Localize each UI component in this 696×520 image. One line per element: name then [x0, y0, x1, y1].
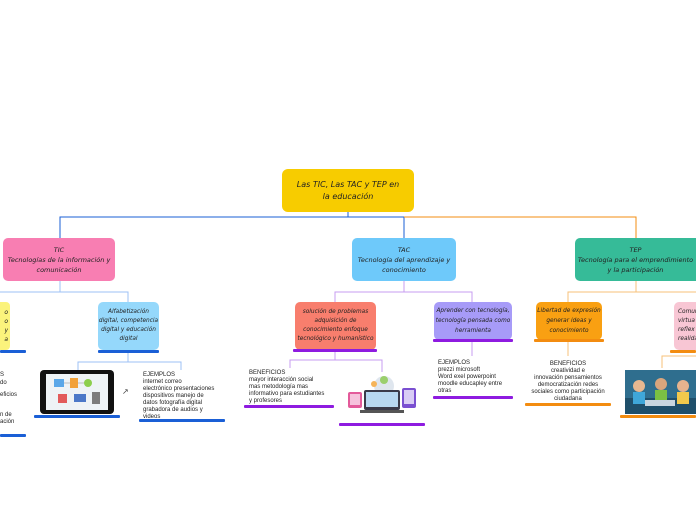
tic-subtitle-2: comunicación [36, 265, 82, 274]
tic-ejemplos-line-1: EJEMPLOS [143, 372, 176, 378]
tic-left-text: S do eficios n de ación [0, 372, 24, 426]
tac-ejemplos-line-3: Word exel powerpoint [438, 374, 496, 380]
libertad-line-1: Libertad de expresión [537, 308, 601, 314]
tic-ejemplos-line-4: dispositivos manejo de [143, 393, 204, 399]
tic-ejemplos-line-5: datos fotografía digital [143, 400, 203, 406]
tep-people-image [625, 370, 696, 414]
tac-beneficios-underline [244, 405, 334, 408]
external-link-icon[interactable]: ↗ [122, 387, 129, 396]
aprender-underline [433, 339, 513, 342]
tic-ejemplos-line-3: electrónico presentaciones [143, 386, 215, 392]
tep-subtitle-2: y la participación [607, 265, 664, 274]
tac-devices-image [344, 372, 420, 416]
tic-ejemplos-line-2: internet correo [143, 379, 182, 385]
tac-beneficios-line-1: BENEFICIOS [249, 370, 286, 376]
alfabetizacion-line-2: digital, competencia [98, 318, 159, 324]
tic-ejemplos-underline [139, 419, 225, 422]
tic-title: TIC [53, 245, 65, 254]
tac-ejemplos-line-5: otras [438, 388, 452, 394]
solucion-line-4: tecnológico y humanístico [297, 336, 374, 342]
tac-beneficios-line-2: mayor interacción social [249, 377, 314, 383]
solucion-node[interactable]: solución de problemas adquisición de con… [295, 302, 376, 350]
comun-line-1: Comun [678, 309, 696, 315]
solucion-line-1: solución de problemas [302, 309, 369, 315]
tac-beneficios-line-4: informativo para estudiantes [249, 391, 325, 397]
tac-beneficios-text: BENEFICIOS mayor interacción social mas … [249, 370, 339, 405]
tic-subtitle-1: Tecnologías de la información y [7, 255, 111, 264]
libertad-line-2: generar ideas y [546, 318, 592, 324]
tac-ejemplos-line-4: moodle educapley entre [438, 381, 503, 387]
alfabetizacion-line-4: digital [119, 336, 138, 342]
root-title-line2: la educación [322, 191, 374, 201]
tep-beneficios-line-6: ciudadana [554, 396, 582, 402]
root-title-line1: Las TIC, Las TAC y TEP en [296, 179, 400, 189]
alfabetizacion-line-3: digital y educación [101, 327, 156, 333]
comunicacion-node[interactable]: Comun virtua reflex realida [674, 302, 696, 350]
tac-beneficios-line-5: y profesores [249, 398, 283, 404]
aprender-line-1: Aprender con tecnología, [436, 308, 510, 314]
tac-ejemplos-text: EJEMPLOS prezzi microsoft Word exel powe… [438, 360, 514, 395]
solucion-line-3: conocimiento enfoque [303, 327, 368, 333]
tep-beneficios-line-5: sociales como participación [531, 389, 605, 395]
tep-title: TEP [629, 245, 642, 254]
tac-subtitle-2: conocimiento [382, 265, 426, 274]
tic-left-node[interactable]: o o y a [0, 302, 10, 350]
tic-node[interactable]: TIC Tecnologías de la información y comu… [3, 238, 115, 281]
comun-line-2: virtua [678, 318, 695, 324]
tac-ejemplos-line-1: EJEMPLOS [438, 360, 471, 366]
tic-left-line-4: a [4, 336, 8, 343]
tac-subtitle-1: Tecnología del aprendizaje y [357, 255, 451, 264]
tep-beneficios-text: BENEFICIOS creatividad e innovación pens… [526, 361, 610, 403]
tic-image-underline [34, 415, 120, 418]
tic-left-text-4: n de [0, 412, 12, 418]
alfabetizacion-line-1: Alfabetización [108, 309, 149, 315]
tic-left-line-1: o [4, 309, 8, 316]
tac-ejemplos-line-2: prezzi microsoft [438, 367, 481, 373]
tac-image-underline [339, 423, 425, 426]
tic-left-line-2: o [4, 318, 8, 325]
alfabetizacion-underline [98, 350, 159, 353]
tep-image-underline [620, 415, 696, 418]
tic-left-text-2: do [0, 380, 7, 386]
tep-beneficios-line-1: BENEFICIOS [549, 361, 587, 367]
tep-beneficios-line-4: democratización redes [537, 382, 599, 388]
tic-left-text-5: ación [0, 419, 15, 425]
comun-underline [670, 350, 696, 353]
tep-beneficios-line-2: creatividad e [550, 368, 586, 374]
tac-title: TAC [397, 245, 411, 254]
tep-beneficios-underline [525, 403, 611, 406]
comun-line-4: realida [678, 336, 696, 342]
tic-left-text-1: S [0, 372, 5, 378]
comun-line-3: reflex [678, 327, 695, 333]
tic-ejemplos-line-7: videos [143, 414, 161, 420]
tep-subtitle-1: Tecnología para el emprendimiento [577, 255, 694, 264]
solucion-underline [293, 349, 377, 352]
tac-beneficios-line-3: mas metodología mas [249, 384, 309, 390]
libertad-underline [534, 339, 604, 342]
libertad-line-3: conocimiento [549, 328, 589, 334]
tep-node[interactable]: TEP Tecnología para el emprendimiento y … [575, 238, 696, 281]
root-node[interactable]: Las TIC, Las TAC y TEP en la educación [282, 169, 414, 212]
tic-left-text-3: eficios [0, 392, 18, 398]
tac-ejemplos-underline [433, 396, 513, 399]
tic-left-text-underline [0, 434, 26, 437]
tic-left-line-3: y [4, 327, 8, 334]
tep-beneficios-line-3: innovación pensamientos [534, 375, 602, 381]
libertad-node[interactable]: Libertad de expresión generar ideas y co… [536, 302, 602, 340]
alfabetizacion-node[interactable]: Alfabetización digital, competencia digi… [98, 302, 159, 350]
tic-left-underline [0, 350, 26, 353]
solucion-line-2: adquisición de [314, 318, 357, 324]
tic-ejemplos-text: EJEMPLOS internet correo electrónico pre… [143, 372, 227, 421]
tac-node[interactable]: TAC Tecnología del aprendizaje y conocim… [352, 238, 456, 281]
tic-tablet-image [40, 370, 114, 414]
tic-ejemplos-line-6: grabadora de audios y [143, 407, 203, 413]
aprender-line-2: tecnología pensada como [435, 318, 511, 324]
aprender-line-3: herramienta [455, 328, 491, 334]
aprender-node[interactable]: Aprender con tecnología, tecnología pens… [434, 302, 512, 340]
